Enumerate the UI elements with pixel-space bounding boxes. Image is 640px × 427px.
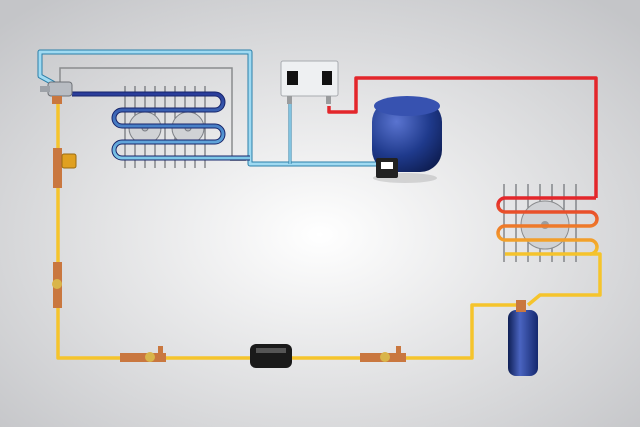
- check-valve-icon: [52, 262, 62, 308]
- liquid-receiver-icon: [508, 300, 538, 376]
- filter-drier-icon: [250, 344, 292, 368]
- sight-glass-icon: [360, 346, 406, 362]
- compressor-icon: [372, 96, 442, 183]
- service-valve-icon: [120, 346, 166, 362]
- expansion-valve-icon: [40, 81, 73, 104]
- condenser: [496, 184, 599, 262]
- pressure-switch-icon: [280, 60, 339, 104]
- evaporator: [72, 86, 250, 168]
- suction-line: [37, 49, 378, 167]
- discharge-line: [327, 76, 598, 198]
- solenoid-valve-icon: [53, 148, 77, 188]
